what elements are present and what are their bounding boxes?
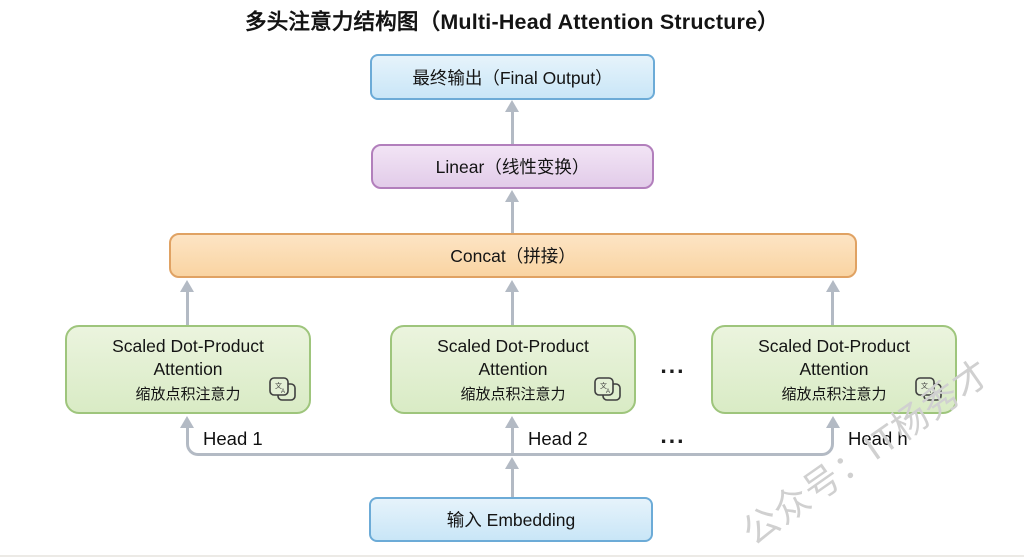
node-linear-label: Linear（线性变换） (435, 157, 590, 177)
ellipsis-between-boxes: ... (660, 352, 686, 378)
svg-text:A: A (606, 389, 610, 395)
label-head-1: Head 1 (203, 428, 263, 449)
translate-copy-icon: 文 A (269, 377, 296, 401)
attention-head-subtitle: 缩放点积注意力 (781, 386, 887, 404)
arrow-head2-to-concat-shaft (511, 291, 514, 325)
arrow-head1-to-concat-shaft (186, 291, 189, 325)
node-linear: Linear（线性变换） (371, 144, 654, 189)
arrow-input-to-line-head (505, 457, 519, 469)
svg-text:文: 文 (600, 381, 607, 390)
arrow-line-to-headh (826, 416, 840, 428)
attention-head-box-h: Scaled Dot-Product Attention 缩放点积注意力 文 A (711, 325, 957, 414)
arrow-concat-to-linear-shaft (511, 201, 514, 234)
arrow-headh-to-concat-head (826, 280, 840, 292)
node-input-embedding: 输入 Embedding (369, 497, 653, 542)
arrow-head1-to-concat-head (180, 280, 194, 292)
node-final-output-label: 最终输出（Final Output） (412, 67, 613, 88)
translate-copy-icon: 文 A (594, 377, 621, 401)
svg-text:文: 文 (275, 381, 282, 390)
label-head-h: Head h (848, 428, 908, 449)
translate-copy-icon: 文 A (915, 377, 942, 401)
arrow-headh-to-concat-shaft (831, 291, 834, 325)
ellipsis-between-labels: ... (660, 422, 686, 448)
arrow-linear-to-output-shaft (511, 111, 514, 144)
label-head-2: Head 2 (528, 428, 588, 449)
svg-text:A: A (927, 389, 931, 395)
arrow-line-to-head1 (180, 416, 194, 428)
attention-head-title: Scaled Dot-Product Attention (112, 335, 264, 379)
bottom-divider (0, 555, 1024, 557)
attention-head-subtitle: 缩放点积注意力 (460, 386, 566, 404)
arrow-input-to-line-shaft (511, 468, 514, 497)
arrow-line-to-head2 (505, 416, 519, 428)
svg-text:文: 文 (921, 381, 928, 390)
arrow-linear-to-output-head (505, 100, 519, 112)
node-input-embedding-label: 输入 Embedding (446, 510, 576, 530)
attention-head-title: Scaled Dot-Product Attention (437, 335, 589, 379)
attention-head-subtitle: 缩放点积注意力 (135, 386, 241, 404)
connector-distribution-line (186, 420, 834, 456)
node-concat-label: Concat（拼接） (450, 246, 576, 266)
arrow-head2-to-concat-head (505, 280, 519, 292)
node-concat: Concat（拼接） (169, 233, 857, 278)
node-final-output: 最终输出（Final Output） (370, 54, 655, 100)
attention-head-box-2: Scaled Dot-Product Attention 缩放点积注意力 文 A (390, 325, 636, 414)
svg-text:A: A (281, 389, 285, 395)
arrow-line-to-head2-shaft (511, 420, 514, 453)
arrow-concat-to-linear-head (505, 190, 519, 202)
attention-head-title: Scaled Dot-Product Attention (758, 335, 910, 379)
page-title: 多头注意力结构图（Multi-Head Attention Structure） (245, 10, 779, 34)
attention-head-box-1: Scaled Dot-Product Attention 缩放点积注意力 文 A (65, 325, 311, 414)
